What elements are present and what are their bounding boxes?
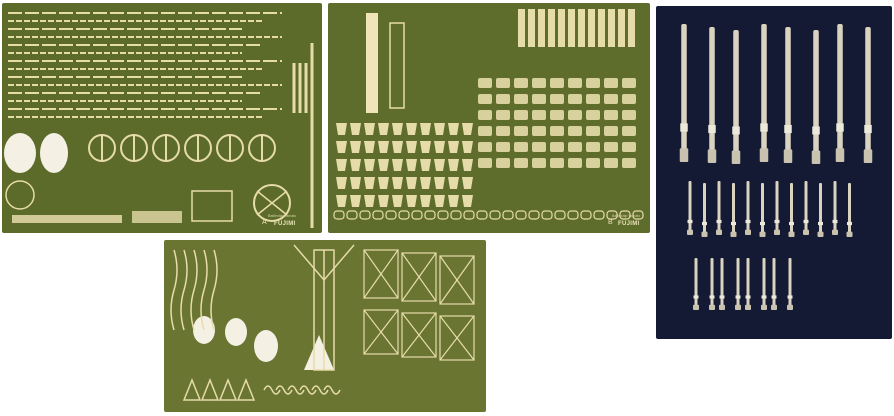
small-barrel <box>761 258 767 310</box>
medium-barrel <box>730 183 737 237</box>
photo-etch-sheet-c <box>164 240 486 412</box>
small-barrel <box>787 258 793 310</box>
radial-part <box>253 184 291 222</box>
medium-barrel <box>716 181 722 235</box>
medium-barrel <box>846 183 853 237</box>
small-barrel <box>745 258 751 310</box>
sheet-caption: Battleship Yamato <box>612 214 641 218</box>
photo-etch-sheet-b: B FUJIMI Battleship Yamato <box>328 3 650 233</box>
medium-barrel <box>788 183 795 237</box>
sheet-b-parts <box>333 9 644 220</box>
oval-part <box>40 133 68 173</box>
sheet-letter: A <box>262 219 267 226</box>
small-barrel <box>693 258 699 310</box>
medium-barrel <box>817 183 824 237</box>
large-barrel <box>835 24 845 162</box>
large-barrel <box>811 30 821 164</box>
metal-barrels-panel <box>656 6 892 339</box>
sheet-a-parts <box>4 12 314 228</box>
medium-barrel <box>832 181 838 235</box>
medium-barrel <box>701 183 708 237</box>
large-barrel <box>707 27 717 163</box>
medium-barrel <box>745 181 751 235</box>
medium-barrel <box>759 183 766 237</box>
large-barrel <box>731 30 741 164</box>
brand-logo-text: FUJIMI <box>274 221 296 227</box>
large-barrel <box>863 27 873 163</box>
small-barrel <box>771 258 777 310</box>
oval-part <box>4 133 36 173</box>
small-barrel <box>719 258 725 310</box>
small-barrel <box>709 258 715 310</box>
large-barrel <box>783 27 793 163</box>
large-barrel <box>679 24 689 162</box>
small-barrel <box>735 258 741 310</box>
sheet-caption: Battleship Yamato <box>268 214 297 218</box>
photo-etch-sheet-a: A FUJIMI Battleship Yamato <box>2 3 322 233</box>
sheet-c-parts <box>170 244 475 401</box>
medium-barrel <box>687 181 693 235</box>
brand-logo-text: FUJIMI <box>618 221 640 227</box>
large-barrel <box>759 24 769 162</box>
mast-part <box>366 13 378 113</box>
medium-barrel <box>803 181 809 235</box>
medium-barrel <box>774 181 780 235</box>
sheet-letter: B <box>608 219 613 226</box>
barrels-group <box>679 24 873 310</box>
